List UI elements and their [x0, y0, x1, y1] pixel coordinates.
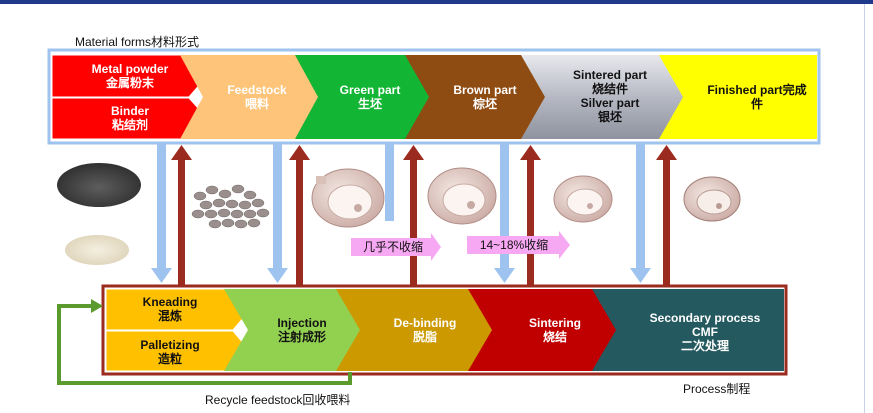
kneading-zh: 混炼: [157, 309, 182, 323]
injection-label: Injection 注射成形: [252, 316, 352, 344]
brown-part-zh: 棕坯: [472, 97, 497, 111]
debinding-label: De-binding 脱脂: [370, 316, 480, 344]
binder-powder-image: [65, 235, 129, 265]
finished-part-label: Finished part完成 件: [698, 83, 816, 111]
metal-powder-label: Metal powder 金属粉末: [60, 62, 200, 90]
finished-part-image: [683, 176, 741, 222]
binder-label: Binder 粘结剂: [60, 104, 200, 132]
sintered-part-zh: 烧结件: [591, 82, 628, 96]
sintered-part-label: Sintered part 烧结件 Silver part 银坯: [550, 68, 670, 124]
kneading-en: Kneading: [142, 295, 198, 309]
palletizing-en: Palletizing: [140, 338, 200, 352]
feedstock-en: Feedstock: [227, 83, 287, 97]
feedstock-label: Feedstock 喂料: [212, 83, 302, 111]
injection-en: Injection: [277, 316, 327, 330]
recycle-label: Recycle feedstock回收喂料: [205, 393, 351, 407]
brown-part-chevron: [405, 55, 552, 139]
sintered-part-en: Sintered part: [572, 68, 647, 82]
red-up-arrows: [171, 145, 677, 286]
brown-part-en: Brown part: [453, 83, 517, 97]
secondary-process-en: Secondary process: [649, 311, 761, 325]
finished-part-en: Finished part完成: [707, 83, 807, 97]
metal-powder-image: [57, 163, 141, 207]
sintered-part-image: [553, 175, 613, 223]
debinding-zh: 脱脂: [412, 330, 437, 344]
palletizing-zh: 造粒: [157, 352, 182, 366]
green-part-label: Green part 生坯: [320, 83, 420, 111]
process-frame: [101, 284, 788, 376]
material-forms-frame: [47, 48, 821, 145]
green-part-zh: 生坯: [357, 97, 382, 111]
feedstock-zh: 喂料: [244, 97, 269, 111]
binder-en: Binder: [110, 104, 149, 118]
brown-part-image: [427, 167, 497, 225]
material-forms-title: Material forms材料形式: [75, 35, 200, 49]
feedstock-chevron: [180, 55, 325, 139]
green-part-image: [311, 168, 385, 228]
silver-part-en: Silver part: [580, 96, 640, 110]
sintering-label: Sintering 烧结: [500, 316, 610, 344]
sintering-chevron: [468, 289, 622, 371]
injection-chevron: [224, 289, 366, 371]
green-part-en: Green part: [339, 83, 401, 97]
top-border-line: [0, 0, 873, 4]
kneading-chevron: [105, 288, 251, 331]
brown-part-label: Brown part 棕坯: [435, 83, 535, 111]
recycle-loop-line: [57, 304, 352, 385]
feedstock-pellets-image: [191, 184, 270, 229]
process-title: Process制程: [683, 382, 751, 396]
finished-part-zh: 件: [750, 97, 763, 111]
finished-part-chevron: [659, 55, 817, 139]
injection-zh: 注射成形: [277, 330, 326, 344]
blue-down-arrows: [151, 143, 651, 283]
recycle-arrowhead: [91, 299, 103, 313]
kneading-label: Kneading 混炼: [110, 295, 230, 323]
no-shrink-callout-text: 几乎不收缩: [362, 240, 423, 254]
metal-powder-zh: 金属粉末: [105, 76, 154, 90]
sintered-part-chevron: [521, 55, 690, 139]
green-part-chevron: [295, 55, 436, 139]
metal-powder-en: Metal powder: [91, 62, 169, 76]
debinding-en: De-binding: [393, 316, 457, 330]
secondary-process-cmf: CMF: [692, 325, 718, 339]
sintering-zh: 烧结: [542, 330, 567, 344]
shrink-callout-text: 14~18%收缩: [479, 238, 549, 252]
right-border-line: [864, 4, 865, 413]
secondary-process-label: Secondary process CMF 二次处理: [625, 311, 785, 353]
binder-zh: 粘结剂: [111, 118, 148, 132]
secondary-chevron: [592, 289, 784, 371]
palletizing-label: Palletizing 造粒: [110, 338, 230, 366]
no-shrink-callout-arrow: [351, 233, 441, 261]
sintering-en: Sintering: [528, 316, 581, 330]
debinding-chevron: [336, 289, 498, 371]
silver-part-zh: 银坯: [597, 110, 622, 124]
shrink-callout-arrow: [467, 231, 570, 259]
secondary-process-zh: 二次处理: [680, 339, 729, 353]
